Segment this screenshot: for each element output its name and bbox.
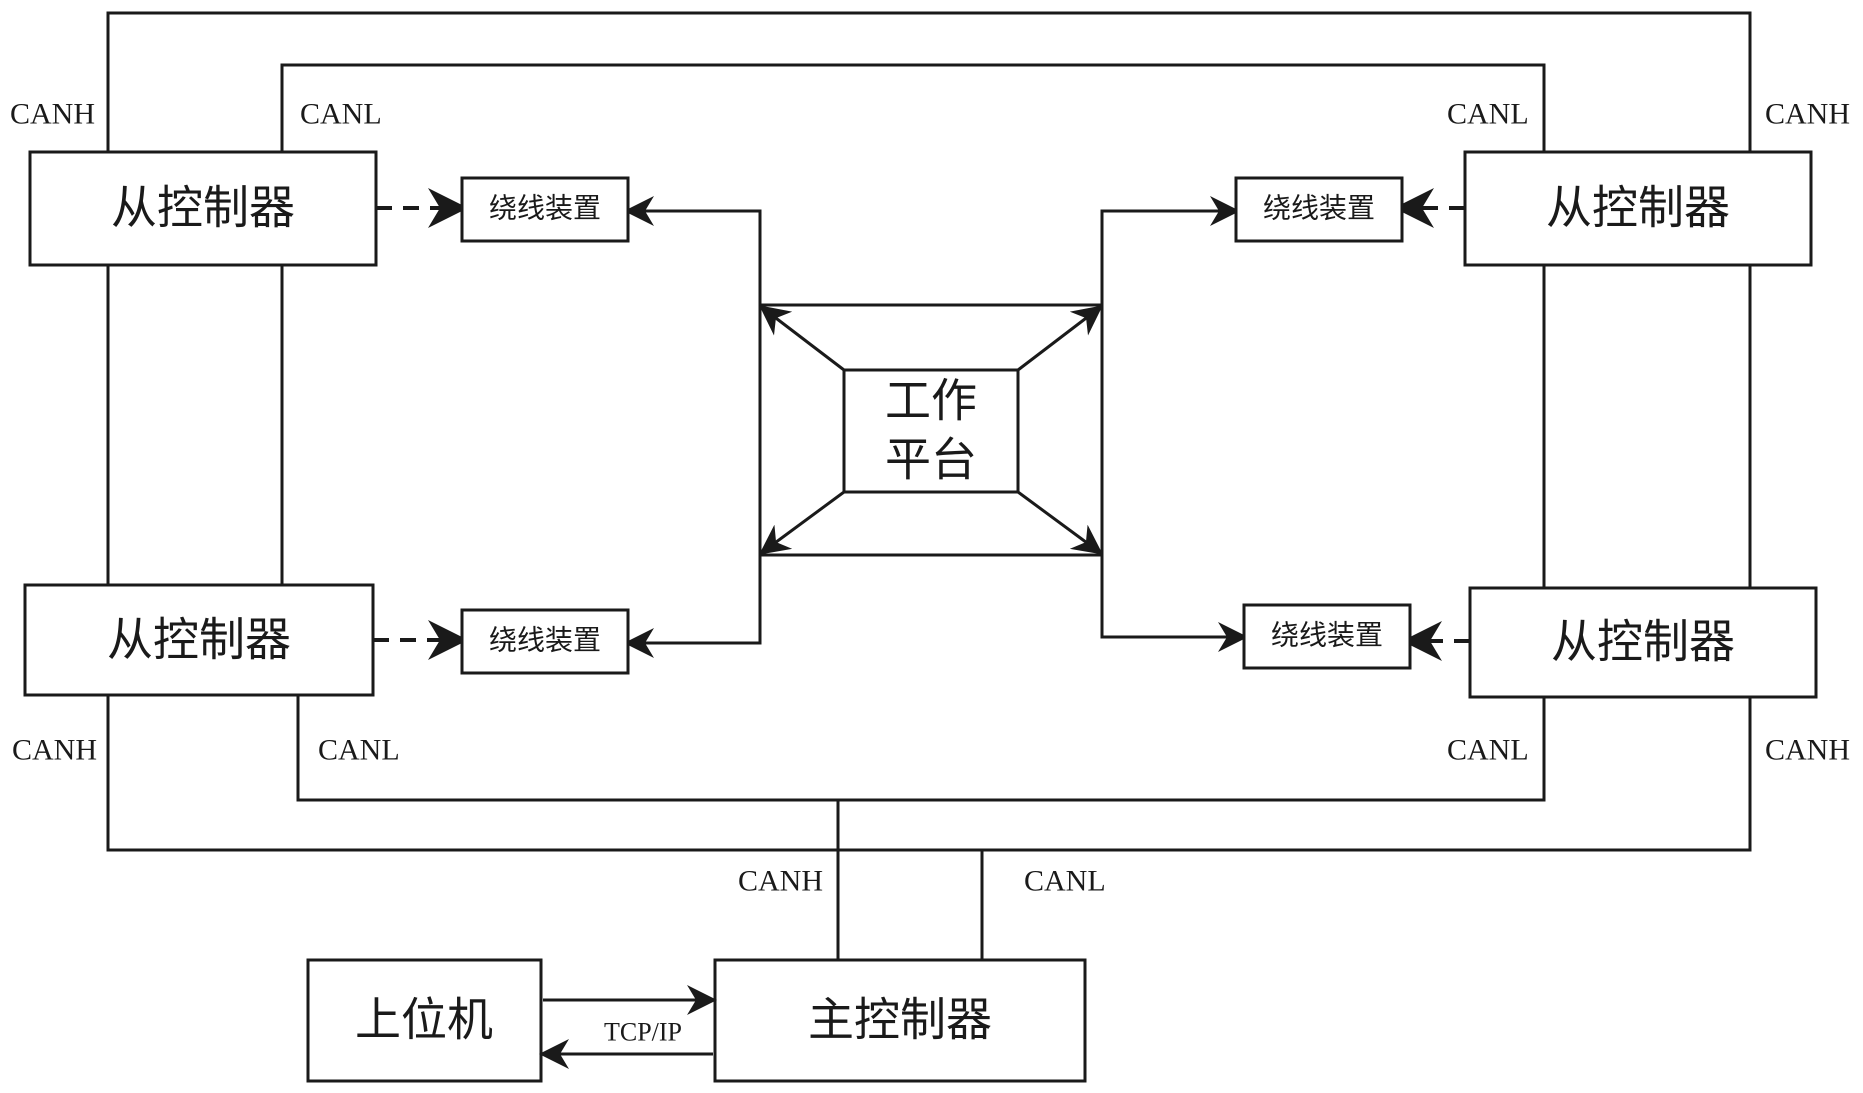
slave-controller-bl-label: 从控制器 [107,615,291,666]
canl-label-master: CANL [1024,865,1106,898]
platform-label-line1: 工作 [885,376,977,427]
winder-bottom-left: 绕线装置 [460,608,630,675]
canh-bus-loop [106,11,1752,152]
canh-label-br: CANH [1765,734,1850,767]
tcp-ip-label: TCP/IP [604,1018,682,1047]
winder-bottom-right: 绕线装置 [1242,603,1412,670]
canh-bus-bottom [106,695,1752,852]
slave-controller-bottom-right: 从控制器 [1468,586,1818,699]
canh-label-bl: CANH [12,734,97,767]
host-computer: 上位机 [306,958,543,1083]
slave-controller-top-left: 从控制器 [28,150,378,267]
master-controller-label: 主控制器 [808,995,992,1046]
diag-arrow-bl [759,490,845,555]
bus-labels: CANH CANL CANL CANH CANH CANL CANL CANH … [10,98,1850,898]
winder-tl-label: 绕线装置 [489,193,601,225]
platform-frame [624,196,1248,658]
platform-outer-frame [758,303,1104,557]
working-platform: 工作 平台 [842,368,1020,494]
canl-label-tl: CANL [300,98,382,131]
canl-label-bl: CANL [318,734,400,767]
slave-controller-top-right: 从控制器 [1463,150,1813,267]
link-platform-winder-tl [624,196,762,305]
canl-bus-bottom [296,695,1546,802]
control-arrows [373,188,1470,661]
diag-arrow-br [1017,490,1103,555]
host-computer-label: 上位机 [355,995,493,1046]
winder-bl-label: 绕线装置 [489,625,601,657]
slave-controller-tr-label: 从控制器 [1546,183,1730,234]
canl-label-br: CANL [1447,734,1529,767]
canh-label-tl: CANH [10,98,95,131]
diag-arrow-tl [759,305,845,372]
slave-controller-br-label: 从控制器 [1551,617,1735,668]
canl-label-tr: CANL [1447,98,1529,131]
canl-bus-loop [280,63,1546,152]
diag-arrow-tr [1017,305,1103,372]
slave-controller-bottom-left: 从控制器 [23,583,375,697]
canh-label-master: CANH [738,865,823,898]
link-platform-winder-bl [624,555,762,658]
can-bus-wiring [106,11,1752,960]
link-platform-winder-br [1100,555,1248,652]
winder-top-left: 绕线装置 [460,176,630,243]
platform-label-line2: 平台 [885,435,977,486]
winder-br-label: 绕线装置 [1271,620,1383,652]
link-platform-winder-tr [1100,196,1240,305]
winder-top-right: 绕线装置 [1234,176,1404,243]
slave-controller-tl-label: 从控制器 [111,183,295,234]
canh-label-tr: CANH [1765,98,1850,131]
winder-tr-label: 绕线装置 [1263,193,1375,225]
master-controller: 主控制器 [713,958,1087,1083]
